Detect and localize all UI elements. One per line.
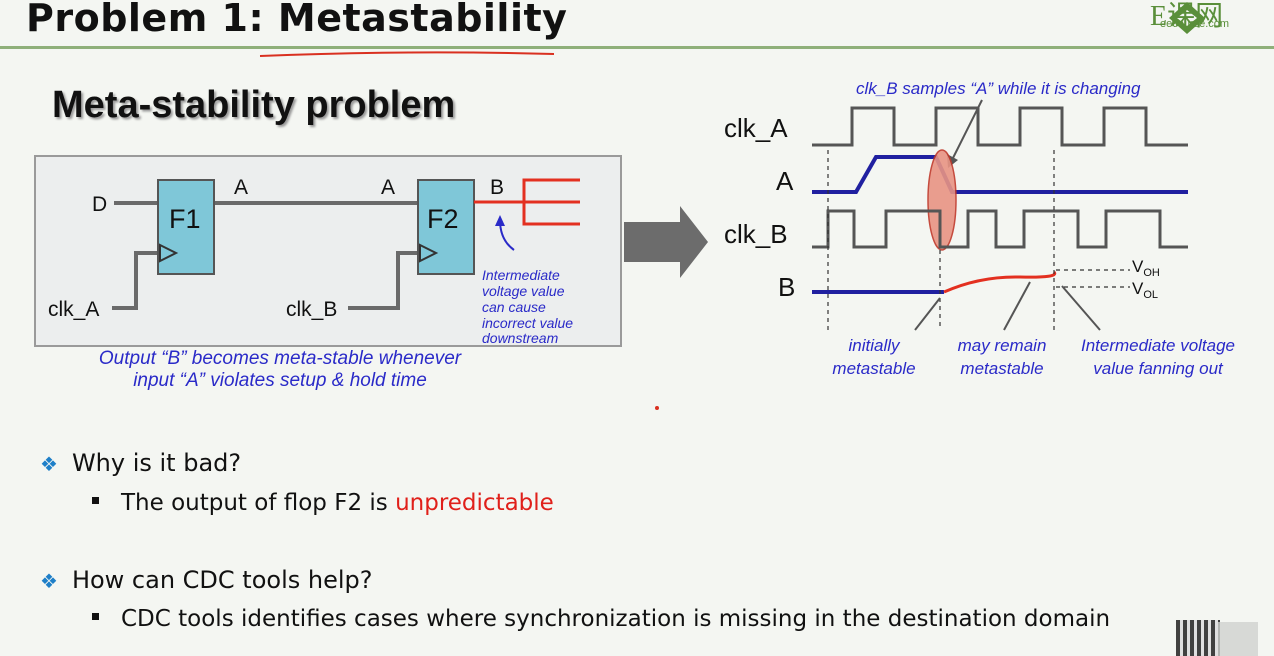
wave-clk-b	[812, 209, 1188, 249]
signal-b-label: B	[490, 176, 504, 199]
square-bullet-icon	[92, 497, 99, 504]
flop-f1-label: F1	[169, 204, 201, 234]
square-bullet-icon	[92, 613, 99, 620]
signal-d-label: D	[92, 193, 107, 216]
handwritten-underline	[259, 51, 555, 57]
slide-title: Problem 1: Metastability	[26, 0, 568, 40]
wave-label-clk-a: clk_A	[724, 113, 788, 143]
caption-line: Output “B” becomes meta-stable whenever	[98, 348, 462, 369]
vol-label: VOL	[1132, 279, 1158, 301]
waveform-top-note: clk_B samples “A” while it is changing	[856, 79, 1141, 98]
diamond-bullet-icon: ❖	[40, 452, 58, 476]
bullet-text: Why is it bad?	[71, 449, 242, 477]
sub-bullet-cdc-tools: CDC tools identifies cases where synchro…	[92, 606, 1110, 632]
note-initially: initially	[848, 336, 901, 355]
wave-b-metastable	[943, 270, 1057, 294]
sub-bullet-unpredictable: The output of flop F2 is unpredictable	[92, 490, 554, 516]
signal-a1-label: A	[234, 176, 248, 199]
annotation-text: Intermediate voltage value can cause inc…	[482, 267, 573, 346]
diamond-bullet-icon: ❖	[40, 569, 58, 593]
clk-b-label: clk_B	[286, 298, 337, 321]
bullet-text: How can CDC tools help?	[71, 566, 373, 594]
logo-url: eecourse.com	[1160, 18, 1230, 30]
wave-a	[812, 155, 1188, 194]
circuit-wires	[112, 201, 418, 310]
logo-icon	[1169, 2, 1205, 34]
sub-bullet-text: CDC tools identifies cases where synchro…	[121, 606, 1111, 632]
note-may-remain: may remain	[958, 336, 1047, 355]
circuit-caption: Output “B” becomes meta-stable whenever …	[60, 348, 500, 392]
vol-subscript: OL	[1143, 289, 1158, 301]
sub-bullet-text: The output of flop F2 is	[121, 490, 396, 516]
highlight-text: unpredictable	[395, 490, 554, 516]
bullet-cdc-help: ❖ How can CDC tools help?	[40, 566, 373, 594]
flow-arrow-icon	[624, 206, 708, 278]
wave-label-clk-b: clk_B	[724, 219, 788, 249]
logo-name: E课网	[1150, 1, 1224, 32]
vol-letter: V	[1132, 279, 1144, 298]
clk-a-label: clk_A	[48, 298, 99, 321]
voh-subscript: OH	[1143, 267, 1160, 279]
flop-f2-label: F2	[427, 204, 459, 234]
qr-code-icon	[1176, 620, 1220, 656]
annotation-line: can cause	[482, 299, 546, 315]
note-may-remain-2: metastable	[960, 359, 1043, 378]
annotation-line: incorrect value	[482, 315, 573, 331]
annotation-line: Intermediate	[482, 267, 560, 283]
metastable-region	[927, 149, 957, 251]
annotation-line: downstream	[482, 330, 559, 346]
voh-letter: V	[1132, 257, 1144, 276]
annotation-line: voltage value	[482, 283, 565, 299]
signal-a2-label: A	[381, 176, 395, 199]
watermark-icon	[1218, 622, 1258, 656]
voh-label: VOH	[1132, 257, 1160, 279]
bullet-why-bad: ❖ Why is it bad?	[40, 449, 241, 477]
title-divider	[0, 46, 1274, 49]
section-subtitle: Meta-stability problem	[52, 84, 456, 126]
note-fanning: Intermediate voltage	[1081, 336, 1235, 355]
wave-label-a: A	[776, 166, 794, 196]
caption-line: input “A” violates setup & hold time	[133, 370, 427, 391]
output-fanout	[474, 178, 580, 226]
wave-clk-a	[812, 106, 1188, 147]
note-fanning-2: value fanning out	[1093, 359, 1224, 378]
wave-label-b: B	[778, 272, 795, 302]
stray-dot	[655, 406, 659, 410]
note-initially-2: metastable	[832, 359, 915, 378]
